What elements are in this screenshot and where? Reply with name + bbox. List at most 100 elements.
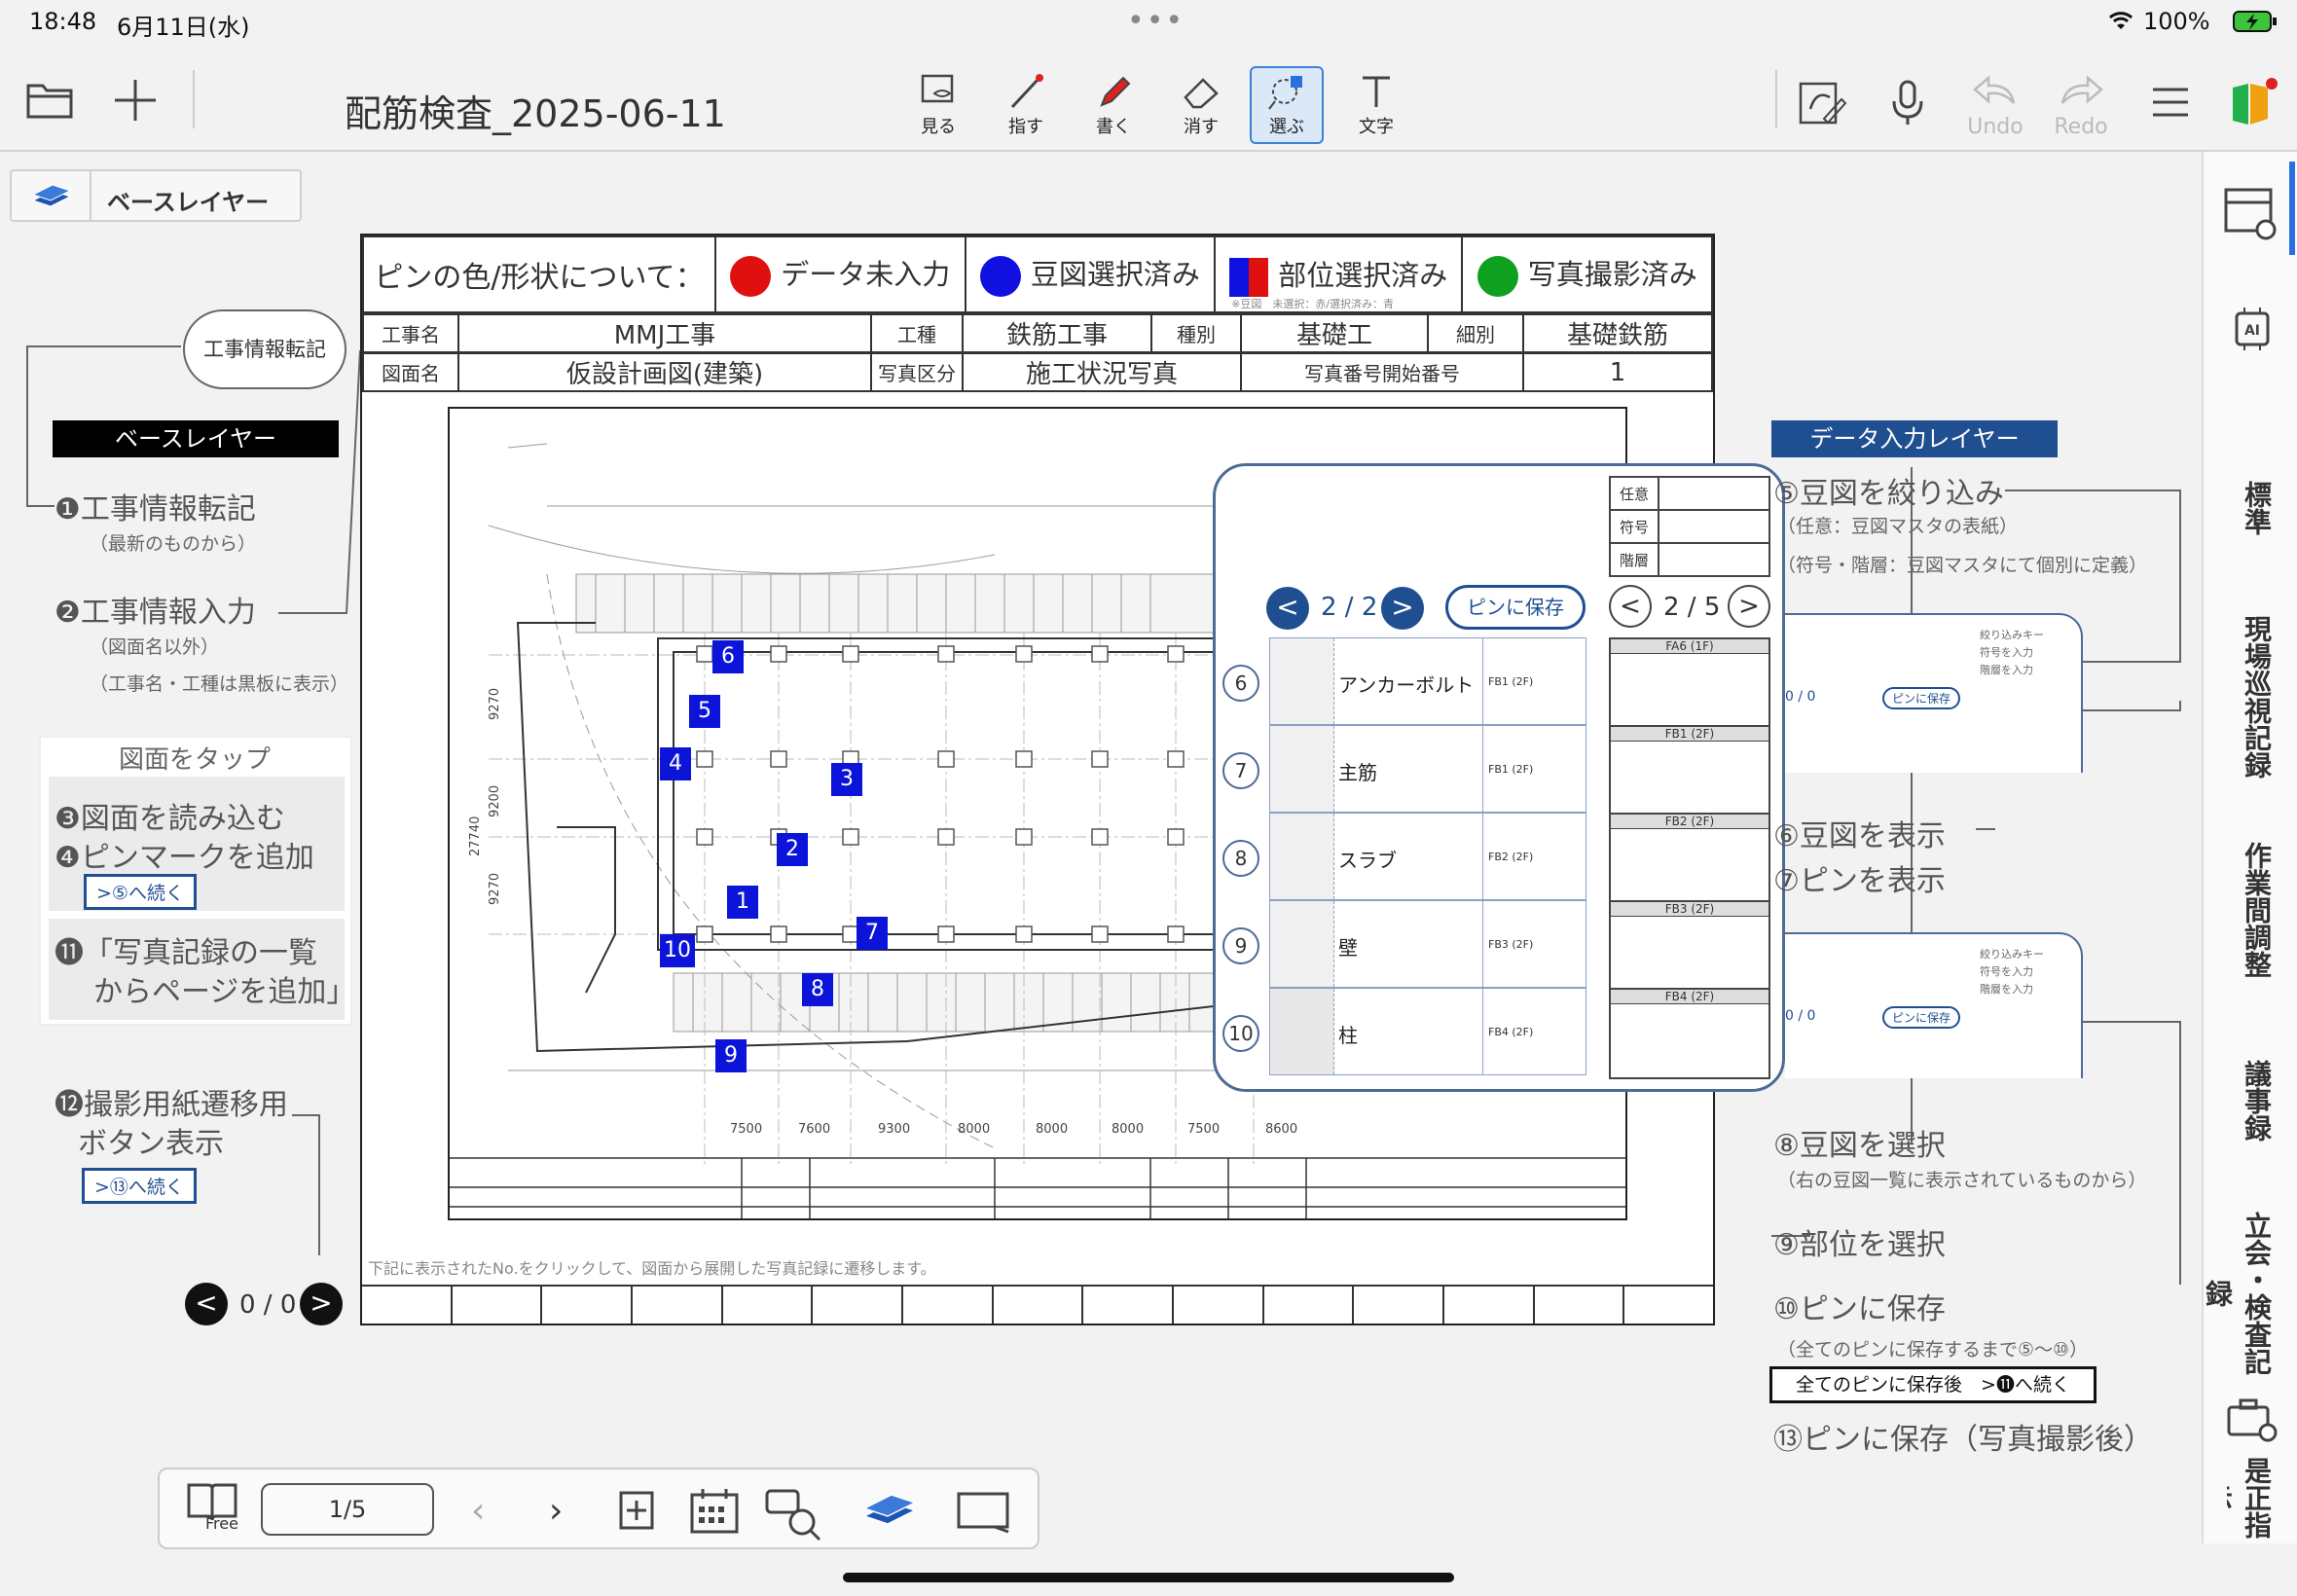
mini-filter: 絞り込みキー 符号を入力 階層を入力 — [1980, 627, 2044, 679]
note-11b: からページを追加」 — [93, 975, 356, 1009]
pin-marker[interactable]: 10 — [660, 934, 695, 967]
photo-link-cell[interactable] — [633, 1287, 723, 1324]
part-row[interactable]: アンカーボルト FB1 (2F) — [1269, 637, 1586, 725]
part-row[interactable]: 壁 FB3 (2F) — [1269, 900, 1586, 988]
note-12a: ⓬撮影用紙遷移用 — [55, 1088, 288, 1122]
undo-button[interactable]: Undo — [1966, 74, 2024, 139]
save-to-pin-button[interactable]: ピンに保存 — [1445, 585, 1586, 630]
photo-link-cell[interactable] — [1535, 1287, 1625, 1324]
thumbs-prev-button[interactable]: < — [1609, 585, 1652, 628]
layer-selector-button[interactable]: ベースレイヤー — [10, 169, 302, 222]
filter-any-input[interactable] — [1658, 476, 1770, 511]
prev-page-icon[interactable]: ‹ — [471, 1491, 486, 1531]
free-book-button[interactable]: Free — [183, 1479, 241, 1542]
photo-link-cell[interactable] — [1354, 1287, 1445, 1324]
tool-eraser-button[interactable]: 消す — [1164, 68, 1238, 146]
info-value[interactable]: 1 — [1522, 352, 1713, 392]
photo-link-cell[interactable] — [903, 1287, 994, 1324]
microphone-icon[interactable] — [1888, 78, 1927, 132]
diagram-thumb[interactable]: FB4 (2F) — [1611, 990, 1768, 1077]
briefcase-settings-icon[interactable] — [2225, 1396, 2279, 1446]
photo-link-cell[interactable] — [1264, 1287, 1355, 1324]
pin-marker[interactable]: 3 — [831, 763, 862, 796]
pager-next-button[interactable]: > — [300, 1283, 343, 1325]
popup-next-button[interactable]: > — [1381, 587, 1424, 630]
photo-link-cell[interactable] — [994, 1287, 1084, 1324]
photo-link-cell[interactable] — [1624, 1287, 1713, 1324]
info-value[interactable]: MMJ工事 — [457, 313, 872, 353]
filter-code-input[interactable] — [1658, 509, 1770, 544]
part-row[interactable]: スラブ FB2 (2F) — [1269, 813, 1586, 900]
part-code: FB3 (2F) — [1488, 938, 1534, 951]
pin-marker[interactable]: 8 — [802, 973, 833, 1006]
calendar-icon[interactable] — [689, 1487, 740, 1540]
diagram-thumb[interactable]: FB3 (2F) — [1611, 902, 1768, 990]
tab-correction[interactable]: 是正指示 — [2227, 1457, 2273, 1539]
multitask-dots-icon[interactable]: ••• — [1127, 4, 1185, 38]
photo-link-cell[interactable] — [542, 1287, 634, 1324]
tool-view-button[interactable]: 見る — [901, 68, 975, 146]
diagram-thumb[interactable]: FA6 (1F) — [1611, 639, 1768, 727]
info-value[interactable]: 施工状況写真 — [962, 352, 1242, 392]
tag-search-icon[interactable] — [763, 1485, 823, 1545]
photo-link-cell[interactable] — [1174, 1287, 1264, 1324]
tool-pen-button[interactable]: 書く — [1076, 68, 1150, 146]
pin-marker[interactable]: 7 — [857, 917, 888, 950]
photo-link-cell[interactable] — [1444, 1287, 1535, 1324]
folder-icon[interactable] — [25, 78, 74, 125]
app-logo-icon[interactable] — [2229, 76, 2283, 132]
thumbs-next-button[interactable]: > — [1728, 585, 1770, 628]
dimension-label: 7600 — [798, 1122, 830, 1137]
info-value[interactable]: 鉄筋工事 — [962, 313, 1152, 353]
pin-marker[interactable]: 2 — [777, 833, 808, 866]
info-value[interactable]: 基礎工 — [1240, 313, 1429, 353]
diagram-thumb[interactable]: FB2 (2F) — [1611, 815, 1768, 902]
pin-marker[interactable]: 6 — [712, 640, 744, 673]
tool-select-button[interactable]: 選ぶ — [1250, 66, 1324, 144]
tool-text-button[interactable]: 文字 — [1339, 68, 1413, 146]
layers-toggle-icon[interactable] — [860, 1491, 919, 1534]
window-icon[interactable] — [956, 1491, 1012, 1538]
info-value[interactable]: 基礎鉄筋 — [1522, 313, 1713, 353]
diagram-thumb[interactable]: FB1 (2F) — [1611, 727, 1768, 815]
photo-link-cell[interactable] — [723, 1287, 814, 1324]
page-indicator[interactable]: 1/5 — [261, 1483, 434, 1536]
pin-marker[interactable]: 9 — [715, 1039, 747, 1072]
photo-link-cell[interactable] — [1083, 1287, 1175, 1324]
tool-point-button[interactable]: 指す — [989, 68, 1063, 146]
tab-inspection[interactable]: 立会・検査記録 — [2202, 1212, 2273, 1375]
tab-minutes[interactable]: 議事録 — [2241, 1060, 2273, 1142]
lasso-edit-icon[interactable] — [1797, 80, 1847, 132]
blue-dot-icon — [979, 256, 1021, 297]
part-code: FB2 (2F) — [1488, 851, 1534, 863]
menu-icon[interactable] — [2151, 86, 2190, 123]
tab-work-coordination[interactable]: 作業間調整 — [2241, 842, 2273, 978]
settings-layout-icon[interactable] — [2223, 187, 2279, 247]
pin-marker[interactable]: 4 — [660, 747, 691, 780]
part-row[interactable]: 主筋 FB1 (2F) — [1269, 725, 1586, 813]
ai-icon[interactable]: AI — [2229, 306, 2276, 356]
layers-icon — [29, 183, 74, 214]
add-page-icon[interactable] — [617, 1489, 656, 1536]
row-divider — [1482, 726, 1483, 812]
filter-floor-input[interactable] — [1658, 542, 1770, 577]
pin-marker[interactable]: 1 — [727, 886, 758, 919]
popup-prev-button[interactable]: < — [1266, 587, 1309, 630]
document-title[interactable]: 配筋検査_2025-06-11 — [345, 92, 726, 135]
info-value[interactable]: 仮設計画図(建築) — [457, 352, 872, 392]
part-row[interactable]: 柱 FB4 (2F) — [1269, 988, 1586, 1075]
photo-link-cell[interactable] — [453, 1287, 543, 1324]
photo-link-cell[interactable] — [362, 1287, 453, 1324]
redo-button[interactable]: Redo — [2052, 74, 2110, 139]
next-page-icon[interactable]: › — [549, 1491, 564, 1531]
home-indicator — [843, 1573, 1454, 1582]
add-icon[interactable] — [111, 76, 160, 128]
continue-13-button[interactable]: >⑬へ続く — [82, 1168, 197, 1204]
continue-5-button[interactable]: >⑤へ続く — [84, 874, 197, 910]
tab-site-patrol[interactable]: 現場巡視記録 — [2241, 615, 2273, 779]
tab-standard[interactable]: 標準 — [2241, 481, 2273, 535]
transfer-info-button[interactable]: 工事情報転記 — [183, 309, 346, 389]
photo-link-cell[interactable] — [813, 1287, 904, 1324]
pin-marker[interactable]: 5 — [689, 695, 720, 728]
pager-prev-button[interactable]: < — [185, 1283, 228, 1325]
